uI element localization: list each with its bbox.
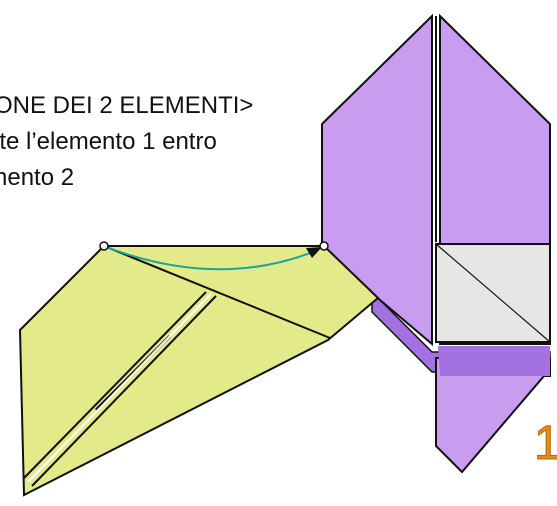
step-number: 1 [534, 417, 557, 470]
grey-panel-diagonal [435, 243, 551, 343]
yellow-slot-highlight [27, 293, 212, 483]
instruction-text: ONE DEI 2 ELEMENTI> ite l’elemento 1 ent… [0, 88, 253, 196]
yellow-element [18, 245, 380, 497]
purple-left-panel [321, 13, 433, 347]
purple-element [321, 13, 551, 474]
instruction-line-3: nento 2 [0, 164, 75, 191]
curved-arrow-path [105, 246, 319, 271]
arrow-end-dot [319, 241, 329, 251]
yellow-fold-line-1 [103, 245, 331, 339]
yellow-fold-line-2 [31, 295, 217, 487]
purple-bottom-flap-dark [438, 346, 550, 376]
curved-arrow-head [306, 247, 322, 258]
curved-arrow-icon [99, 241, 329, 271]
instruction-line-2: ite l’elemento 1 entro [0, 128, 217, 155]
yellow-fold-line-3 [23, 291, 207, 479]
instruction-line-1: ONE DEI 2 ELEMENTI> [0, 92, 254, 119]
arrow-start-dot [99, 241, 109, 251]
yellow-main-piece [18, 245, 380, 497]
